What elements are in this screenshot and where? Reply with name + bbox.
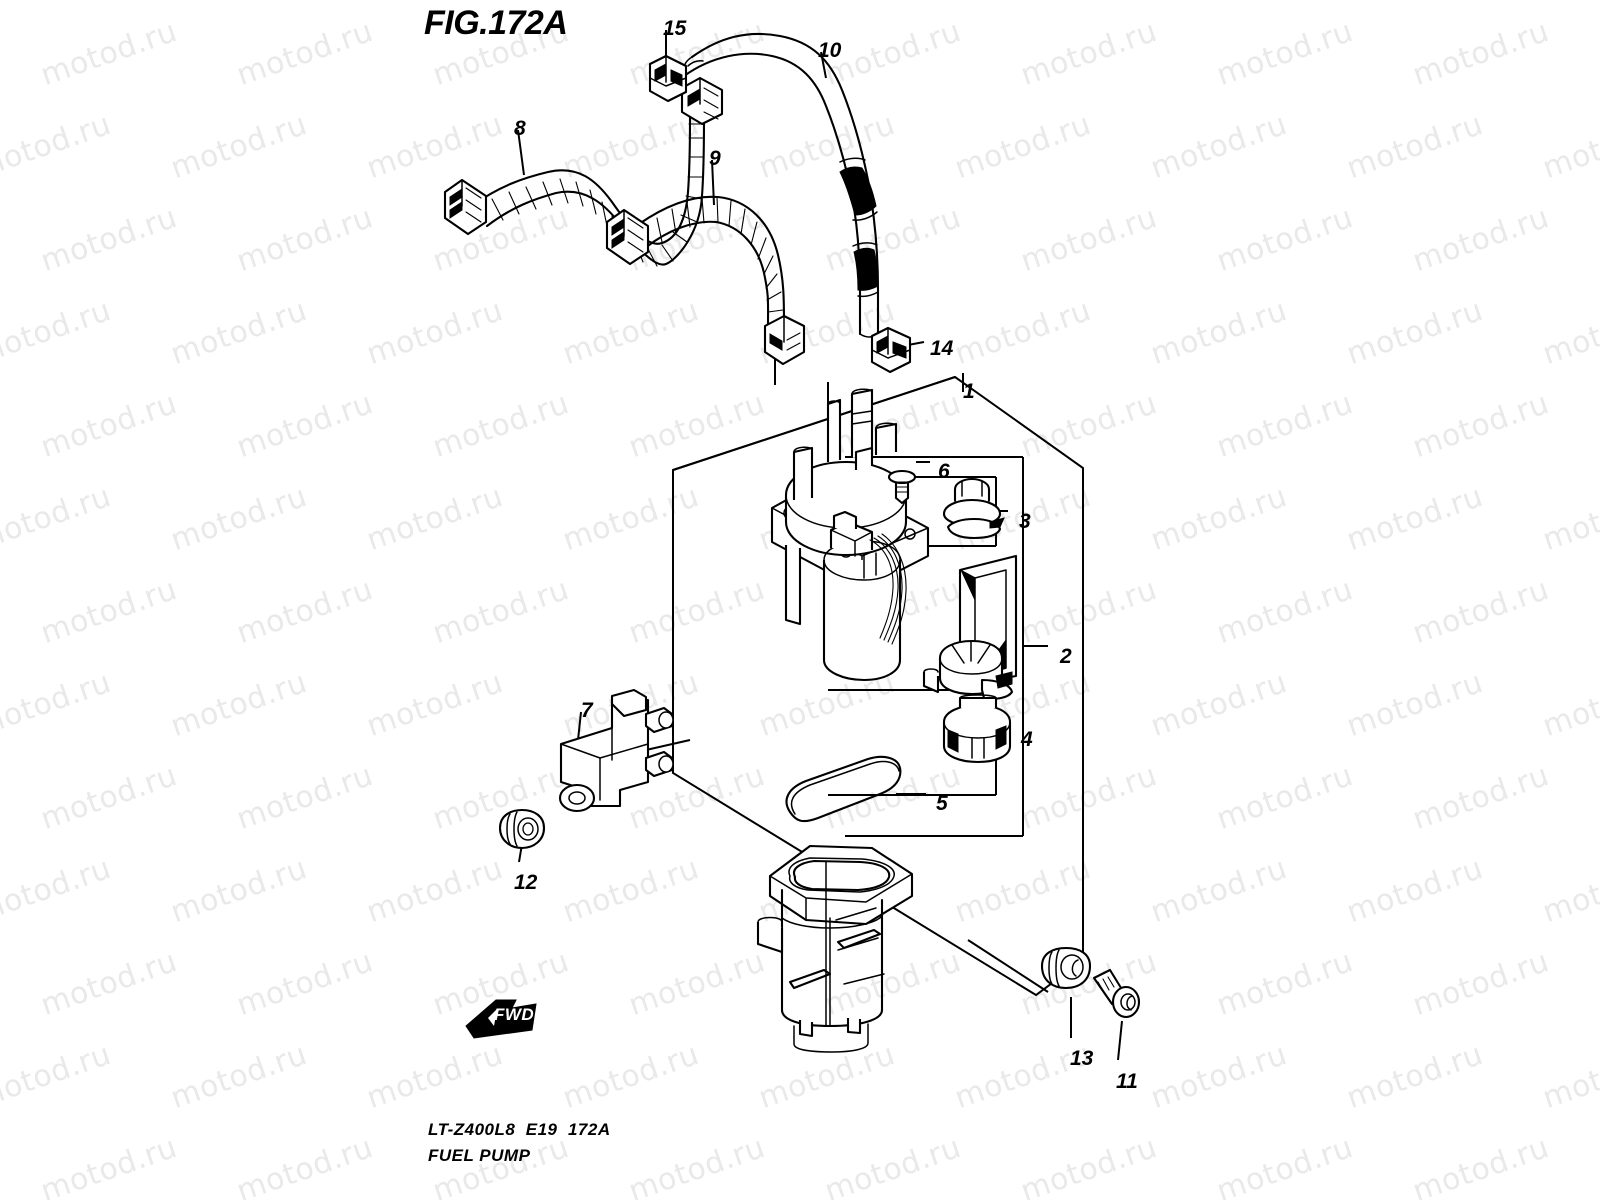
page-title: FIG.172A [424,4,568,42]
leader-lines [517,30,1123,1061]
bracket-grommet-12 [498,808,546,850]
callout-15: 15 [663,17,687,40]
fwd-arrow-shape [465,999,537,1039]
hose-8-connector-top [680,76,724,126]
hose-9-connector-left [605,208,650,266]
caption-assembly-name: FUEL PUMP [428,1146,531,1165]
fuel-hose-8 [443,76,724,267]
callout-9: 9 [709,147,721,170]
callout-11: 11 [1116,1070,1138,1093]
fuel-pump-bracket-7 [558,688,674,813]
bracket-group-2 [845,456,1048,837]
mounting-bolt-11 [1092,968,1141,1019]
callout-2: 2 [1060,645,1072,668]
cushion-grommet-13 [1040,946,1092,990]
filter-valve-body [922,639,1014,700]
fuel-pump-module [770,388,930,682]
callout-14: 14 [930,337,954,360]
hose-clamp-15 [648,54,688,103]
fuel-pressure-regulator-3 [942,477,1005,540]
pump-mounting-screw-6 [887,469,917,505]
hose-clamp-14 [870,326,912,374]
callout-10: 10 [818,39,842,62]
fuel-pump-o-ring-5 [785,755,902,823]
hose-9-connector-bottom [763,314,806,366]
fuel-pump-housing-cup [756,844,914,1053]
callout-4: 4 [1021,728,1033,751]
callout-3: 3 [1019,510,1031,533]
callout-12: 12 [514,871,538,894]
callout-7: 7 [581,699,593,722]
callout-6: 6 [938,460,950,483]
callout-8: 8 [514,117,526,140]
hose-8-connector [443,178,488,236]
fuel-hose-9 [605,195,806,366]
fwd-label: FWD [494,1005,535,1024]
filter-retainer-4 [942,694,1012,764]
callout-5: 5 [936,792,948,815]
callout-1: 1 [963,380,975,403]
callout-13: 13 [1070,1047,1094,1070]
caption-model-code: LT-Z400L8 E19 172A [428,1120,611,1139]
fuel-hose-10 [682,32,880,338]
bracket-group-1 [672,373,1084,997]
